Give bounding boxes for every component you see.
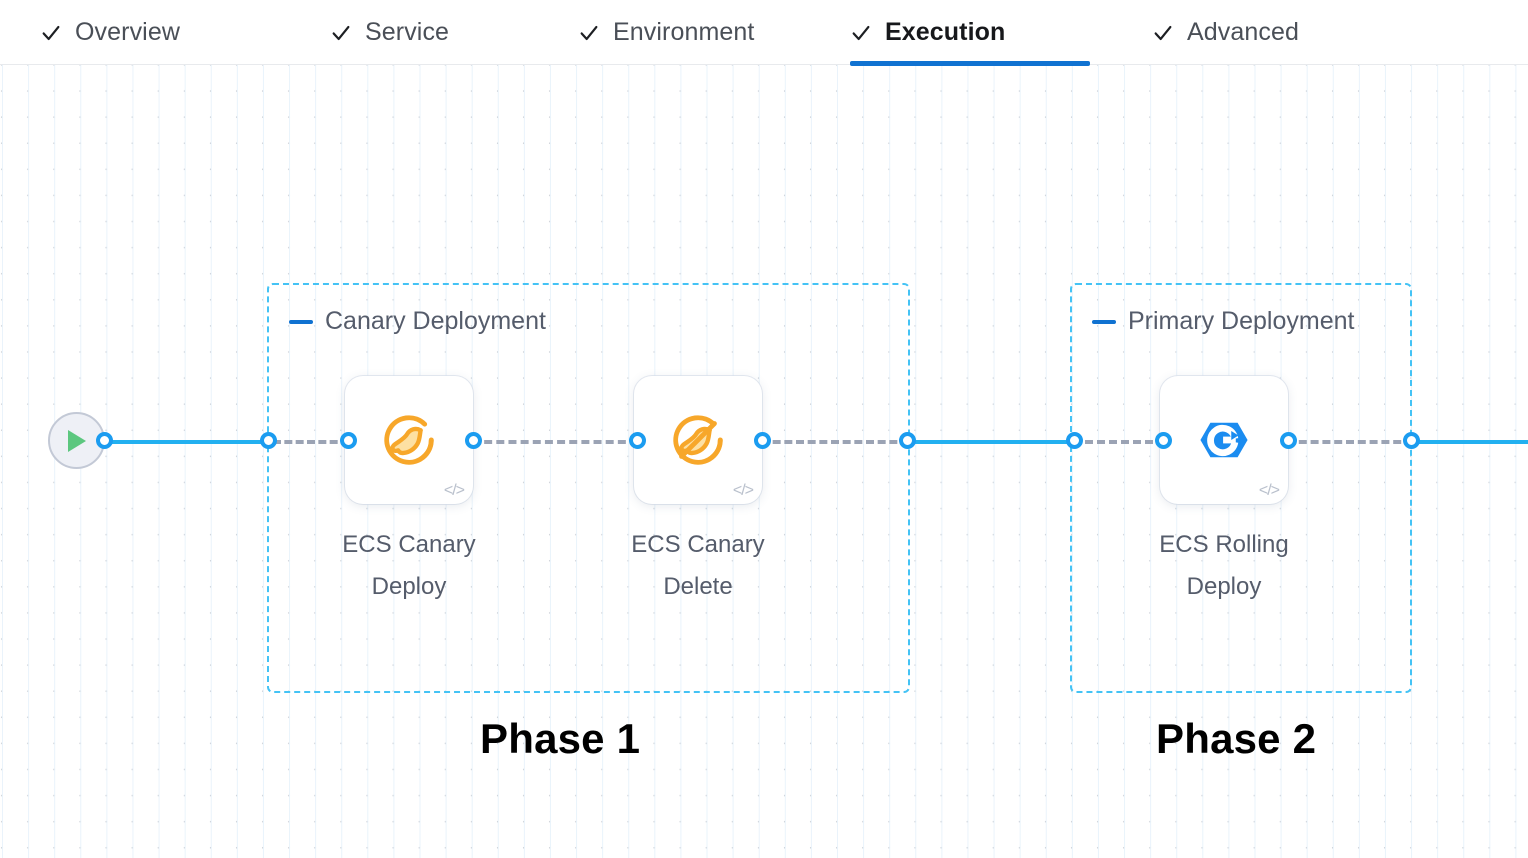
port-canary-deploy-in[interactable] [340, 432, 357, 449]
port-canary-group-out[interactable] [899, 432, 916, 449]
group-primary-deployment[interactable]: Primary Deployment [1070, 283, 1412, 693]
group-title-primary-deployment: Primary Deployment [1128, 307, 1355, 335]
tab-label: Overview [75, 18, 180, 46]
tab-active-indicator [850, 61, 1090, 66]
group-header-primary-deployment[interactable]: Primary Deployment [1092, 307, 1354, 336]
edge-delete-to-group-exit [761, 440, 909, 444]
group-canary-deployment[interactable]: Canary Deployment [267, 283, 910, 693]
check-icon [850, 22, 872, 44]
node-ecs-canary-delete[interactable]: </> [634, 376, 762, 504]
play-icon [64, 427, 90, 455]
phase-1-label: Phase 1 [480, 715, 641, 762]
tab-active-indicator [330, 61, 495, 66]
port-canary-group-in[interactable] [260, 432, 277, 449]
ecs-rolling-icon [1160, 411, 1288, 469]
phase-2-label: Phase 2 [1156, 715, 1317, 762]
port-start-out[interactable] [96, 432, 113, 449]
canary-bird-delete-icon [634, 409, 762, 471]
step-tab-bar: Overview Service Environment Execution Advan… [0, 0, 1528, 66]
tab-execution[interactable]: Execution [850, 0, 1090, 66]
tab-label: Advanced [1187, 18, 1299, 46]
code-badge-icon: </> [1258, 482, 1280, 499]
pipeline-start-node[interactable] [48, 412, 105, 469]
group-title-canary-deployment: Canary Deployment [325, 307, 546, 335]
port-canary-delete-out[interactable] [754, 432, 771, 449]
edge-canary-group-to-deploy [273, 440, 349, 444]
port-primary-group-in[interactable] [1066, 432, 1083, 449]
tab-environment[interactable]: Environment [578, 0, 823, 65]
node-label-ecs-rolling-deploy: ECS Rolling Deploy [1159, 531, 1289, 600]
tab-label: Environment [613, 18, 755, 46]
check-icon [330, 22, 352, 44]
tab-overview[interactable]: Overview [40, 0, 235, 65]
node-label-ecs-canary-deploy: ECS Canary Deploy [342, 531, 476, 600]
group-header-canary-deployment[interactable]: Canary Deployment [289, 307, 546, 336]
tab-active-indicator [1152, 61, 1352, 66]
minus-icon[interactable] [289, 319, 313, 324]
edge-canary-group-to-primary-group [906, 440, 1075, 444]
minus-icon[interactable] [1092, 319, 1116, 324]
port-rolling-deploy-in[interactable] [1155, 432, 1172, 449]
node-ecs-rolling-deploy[interactable]: </> [1160, 376, 1288, 504]
tab-service[interactable]: Service [330, 0, 495, 65]
check-icon [1152, 22, 1174, 44]
tab-label: Service [365, 18, 450, 46]
tab-advanced[interactable]: Advanced [1152, 0, 1352, 65]
pipeline-canvas[interactable]: Canary Deployment Primary Deployment [0, 65, 1528, 858]
port-canary-deploy-out[interactable] [465, 432, 482, 449]
edge-deploy-to-delete [472, 440, 638, 444]
code-badge-icon: </> [732, 482, 754, 499]
edge-primary-group-to-next [1409, 440, 1528, 444]
tab-label: Execution [885, 18, 1006, 46]
port-canary-delete-in[interactable] [629, 432, 646, 449]
edge-start-to-canary-group [104, 440, 270, 444]
port-rolling-deploy-out[interactable] [1280, 432, 1297, 449]
code-badge-icon: </> [443, 482, 465, 499]
node-label-ecs-canary-delete: ECS Canary Delete [631, 531, 765, 600]
canary-bird-icon [345, 409, 473, 471]
check-icon [578, 22, 600, 44]
tab-active-indicator [40, 61, 235, 66]
port-primary-group-out[interactable] [1403, 432, 1420, 449]
tab-active-indicator [578, 61, 823, 66]
edge-rolling-to-group-exit [1287, 440, 1413, 444]
node-ecs-canary-deploy[interactable]: </> [345, 376, 473, 504]
check-icon [40, 22, 62, 44]
edge-primary-group-to-rolling [1073, 440, 1165, 444]
